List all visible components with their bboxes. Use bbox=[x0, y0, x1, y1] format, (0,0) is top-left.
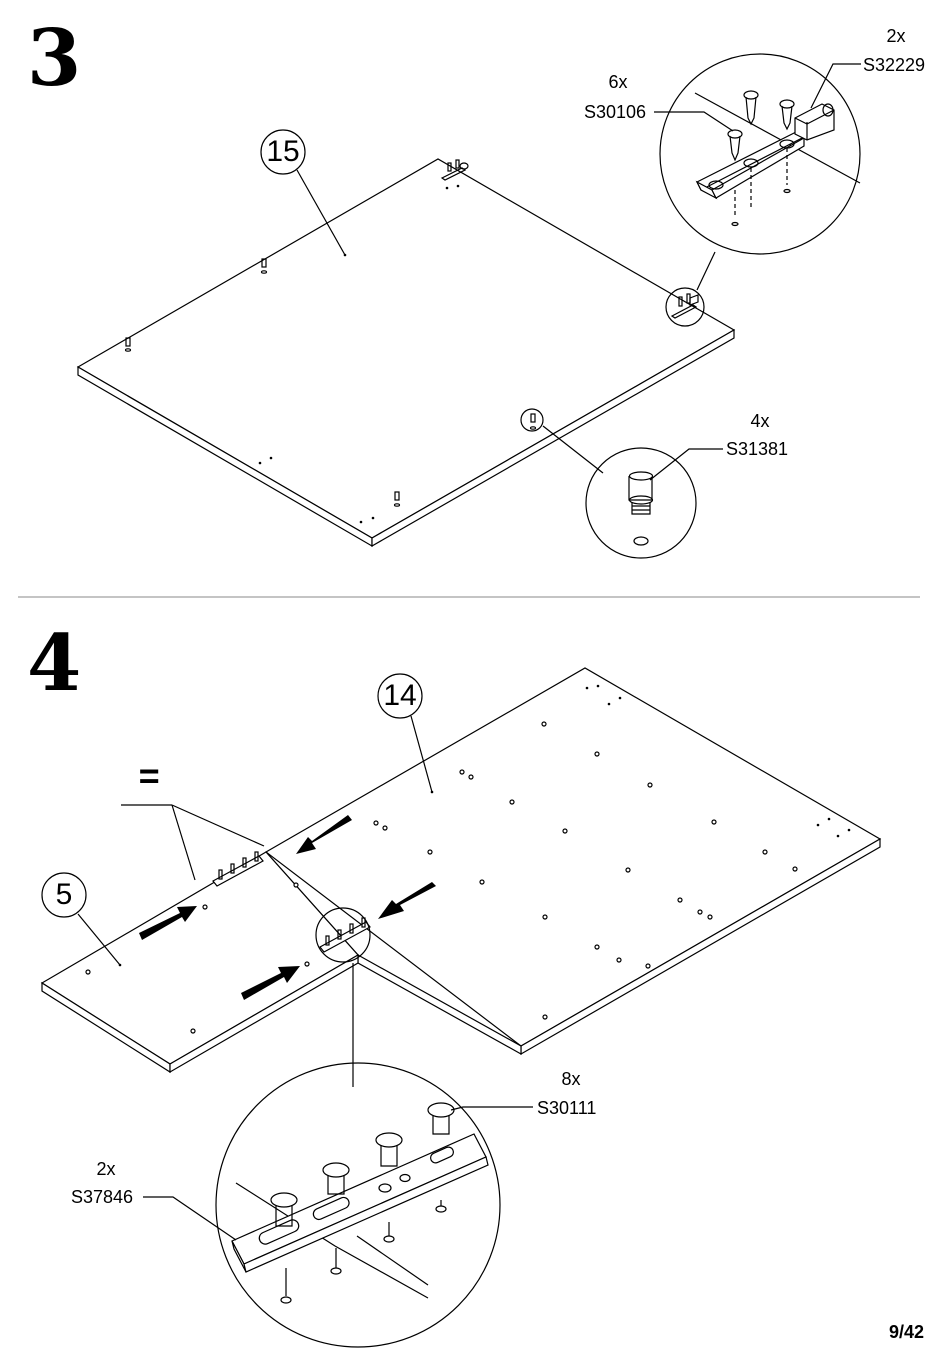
step-number-3: 3 bbox=[27, 13, 81, 104]
part-qty-s37846: 2x bbox=[96, 1159, 116, 1179]
part-code-s30111-label: S30111 bbox=[537, 1098, 597, 1118]
part-code-s30106: S30106 bbox=[584, 102, 647, 122]
part-code-s37846: S37846 bbox=[71, 1187, 134, 1207]
hinge-icon bbox=[440, 159, 469, 181]
part-qty-s30111: 8x bbox=[561, 1069, 581, 1089]
panel-callout-15: 15 bbox=[266, 135, 300, 168]
panel-callout-5: 5 bbox=[55, 878, 73, 911]
part-qty-s31381: 4x bbox=[750, 411, 770, 431]
step3-panel-15 bbox=[76, 158, 736, 548]
part-qty-s32229: 2x bbox=[886, 26, 906, 46]
hinge-detail-zoom bbox=[654, 53, 861, 255]
connector-detail-zoom bbox=[143, 1062, 533, 1348]
step4-panel-5 bbox=[40, 851, 359, 1074]
equal-distance-symbol: = bbox=[138, 755, 160, 796]
screw-icon bbox=[727, 90, 795, 162]
part-code-s32229: S32229 bbox=[863, 55, 926, 75]
direction-arrows bbox=[139, 815, 436, 1000]
part-code-s31381-text: S31381 bbox=[726, 439, 789, 459]
dowel-detail-zoom bbox=[585, 447, 723, 559]
step4-panel-14 bbox=[264, 667, 882, 1056]
page-number: 9/42 bbox=[888, 1322, 924, 1342]
screw-icon bbox=[270, 1102, 455, 1227]
dowel-icon bbox=[124, 258, 537, 507]
panel-callout-14: 14 bbox=[383, 679, 417, 712]
connector-plate-icon bbox=[212, 851, 371, 953]
step-number-4: 4 bbox=[27, 618, 81, 709]
part-qty-s30106: 6x bbox=[608, 72, 628, 92]
